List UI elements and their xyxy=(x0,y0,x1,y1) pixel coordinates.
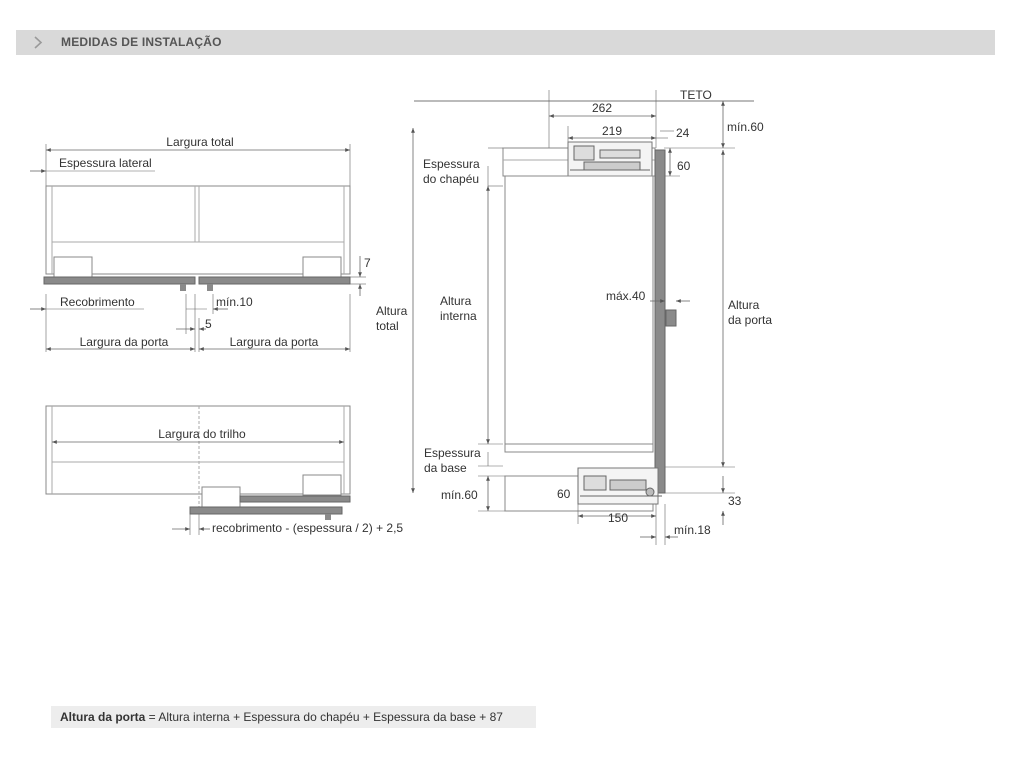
formula-text: = Altura interna + Espessura do chapéu +… xyxy=(145,710,503,724)
section-title: MEDIDAS DE INSTALAÇÃO xyxy=(61,35,222,49)
label-dim-5: 5 xyxy=(205,317,212,331)
front-view xyxy=(30,144,366,352)
label-dim-7: 7 xyxy=(364,256,371,270)
label-altura-total-2: total xyxy=(376,319,399,333)
rail-view xyxy=(45,405,351,535)
label-recobrimento-formula: recobrimento - (espessura / 2) + 2,5 xyxy=(212,521,403,535)
label-min-18: mín.18 xyxy=(674,523,711,537)
label-dim-262: 262 xyxy=(592,101,612,115)
label-min-10: mín.10 xyxy=(216,295,253,309)
label-dim-24: 24 xyxy=(676,126,690,140)
label-max-40: máx.40 xyxy=(606,289,646,303)
label-altura-interna-1: Altura xyxy=(440,294,472,308)
label-altura-total-1: Altura xyxy=(376,304,408,318)
label-espessura-chapeu-1: Espessura xyxy=(423,157,480,171)
label-altura-porta-2: da porta xyxy=(728,313,772,327)
label-largura-trilho: Largura do trilho xyxy=(158,427,246,441)
label-altura-porta-1: Altura xyxy=(728,298,760,312)
label-altura-interna-2: interna xyxy=(440,309,477,323)
door-height-formula: Altura da porta = Altura interna + Espes… xyxy=(51,706,536,728)
label-espessura-base-1: Espessura xyxy=(424,446,481,460)
side-view xyxy=(411,90,754,545)
chevron-right-icon xyxy=(34,36,43,49)
label-dim-60-bottom: 60 xyxy=(557,487,571,501)
label-min-60-bottom: mín.60 xyxy=(441,488,478,502)
label-largura-porta-left: Largura da porta xyxy=(80,335,169,349)
label-recobrimento: Recobrimento xyxy=(60,295,135,309)
label-dim-150: 150 xyxy=(608,511,628,525)
label-largura-total: Largura total xyxy=(166,135,233,149)
formula-label: Altura da porta xyxy=(60,710,146,724)
label-largura-porta-right: Largura da porta xyxy=(230,335,319,349)
label-teto: TETO xyxy=(680,88,712,102)
label-min-60-top: mín.60 xyxy=(727,120,764,134)
label-espessura-chapeu-2: do chapéu xyxy=(423,172,479,186)
label-espessura-base-2: da base xyxy=(424,461,467,475)
section-header: MEDIDAS DE INSTALAÇÃO xyxy=(16,30,995,55)
label-dim-60-top: 60 xyxy=(677,159,691,173)
label-dim-219: 219 xyxy=(602,124,622,138)
label-espessura-lateral: Espessura lateral xyxy=(59,156,152,170)
label-dim-33: 33 xyxy=(728,494,742,508)
